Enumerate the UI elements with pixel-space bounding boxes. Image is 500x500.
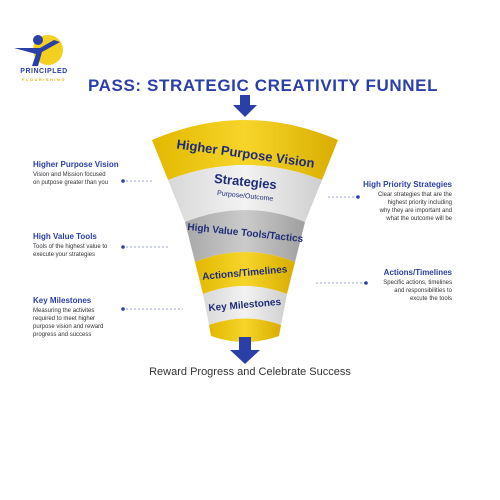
note-high-value-tools: High Value Tools Tools of the highest va… [33,232,128,259]
note-high-priority-strategies: High Priority Strategies Clear strategie… [350,180,452,223]
note-line: Clear strategies that are the [377,192,452,198]
brand-tagline: FLOURISHING [21,77,67,82]
note-line: Measuring the activites [33,308,95,314]
note-line: execute your strategies [33,252,96,258]
footer-caption: Reward Progress and Celebrate Success [149,366,351,378]
note-desc: Vision and Mission focused on putpose gr… [33,171,128,187]
connector-lines [122,180,366,310]
connector-dots [121,179,368,311]
note-line: what the outcome will be [386,216,452,222]
note-higher-purpose: Higher Purpose Vision Vision and Mission… [33,160,128,187]
note-line: purpose vision and reward [33,324,104,330]
note-key-milestones: Key Milestones Measuring the activites r… [33,296,128,339]
note-title: Key Milestones [33,296,92,305]
note-title: High Value Tools [33,232,97,241]
note-line: why they are important and [379,208,452,214]
funnel-bottom-ring [209,318,281,342]
note-title: High Priority Strategies [363,180,452,189]
page-title: PASS: STRATEGIC CREATIVITY FUNNEL [88,76,439,95]
note-line: Tools of the highest value to [33,244,108,250]
note-desc: Tools of the highest value to execute yo… [33,243,128,259]
note-line: and responsibilities to [394,288,452,294]
note-line: progress and success [33,332,92,338]
tier-2-label: Strategies [213,171,277,192]
bottom-arrow-icon [230,337,260,364]
funnel-tier-4 [195,252,295,294]
note-title: Actions/Timelines [383,268,452,277]
note-line: Vision and Mission focused [33,172,106,178]
funnel-tier-2 [168,165,322,222]
note-actions-timelines: Actions/Timelines Specific actions, time… [352,268,452,303]
note-desc: Measuring the activites required to meet… [33,307,128,339]
note-line: excute the tools [409,296,452,302]
funnel-tier-3 [185,210,305,262]
note-desc: Clear strategies that are the highest pr… [350,191,452,223]
brand-text: PRINCIPLED FLOURISHING [4,68,84,84]
note-line: highest priority including [387,200,452,206]
note-line: Specific actions, timelines [383,280,452,286]
funnel-tier-1 [152,120,338,180]
brand-name: PRINCIPLED [20,68,68,75]
top-arrow-icon [233,95,257,117]
note-line: required to meet higher [33,316,96,322]
note-line: on putpose greater than you [33,180,109,186]
funnel-tier-5 [203,286,287,325]
note-desc: Specific actions, timelines and responsi… [352,279,452,303]
note-title: Higher Purpose Vision [33,160,119,169]
logo-mark-icon [14,35,63,66]
logo [8,32,68,68]
